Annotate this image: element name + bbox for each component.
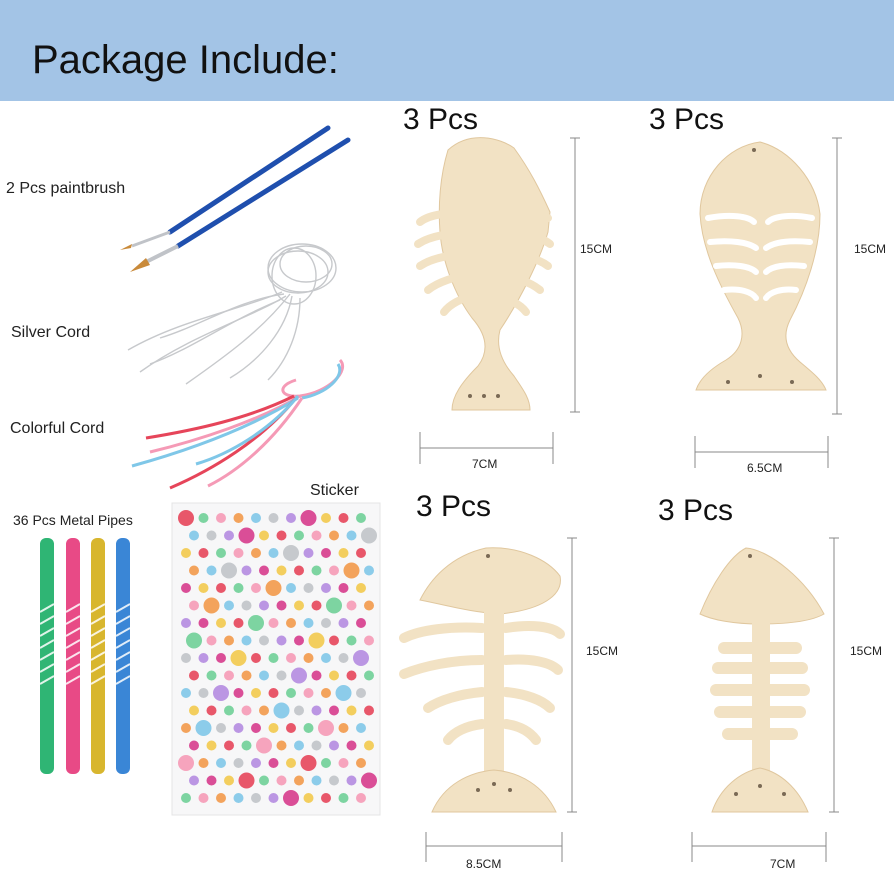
sticker-label: Sticker xyxy=(310,482,359,499)
fish-4-height: 15CM xyxy=(850,644,883,658)
fish-3-height: 15CM xyxy=(586,644,619,658)
wooden-fish-1 xyxy=(414,137,554,411)
fish-1-height: 15CM xyxy=(580,242,613,256)
metal-pipes-label: 36 Pcs Metal Pipes xyxy=(13,512,133,528)
colorful-cord-label: Colorful Cord xyxy=(10,420,105,437)
metal-pipes-image xyxy=(39,538,131,774)
paintbrush-image xyxy=(120,125,351,272)
fish-2-height: 15CM xyxy=(854,242,887,256)
silver-cord-image xyxy=(127,243,337,385)
paintbrush-label: 2 Pcs paintbrush xyxy=(6,180,126,197)
page-title: Package Include: xyxy=(32,38,339,82)
sticker-sheet-image xyxy=(171,502,381,816)
dimension-lines xyxy=(419,137,842,862)
wooden-fish-4 xyxy=(699,547,825,813)
colorful-cord-image xyxy=(131,358,344,490)
fish-1-width: 7CM xyxy=(472,457,498,471)
fish-3-quantity: 3 Pcs xyxy=(416,490,492,523)
fish-2-width: 6.5CM xyxy=(747,461,783,475)
wooden-fish-2 xyxy=(695,141,827,391)
silver-cord-label: Silver Cord xyxy=(11,324,91,341)
fish-4-width: 7CM xyxy=(770,857,796,871)
fish-4-quantity: 3 Pcs xyxy=(658,494,734,527)
fish-2-quantity: 3 Pcs xyxy=(649,103,725,136)
fish-1-quantity: 3 Pcs xyxy=(403,103,479,136)
header-band: Package Include: xyxy=(0,0,894,101)
fish-3-width: 8.5CM xyxy=(466,857,502,871)
wooden-fish-3 xyxy=(399,547,565,813)
